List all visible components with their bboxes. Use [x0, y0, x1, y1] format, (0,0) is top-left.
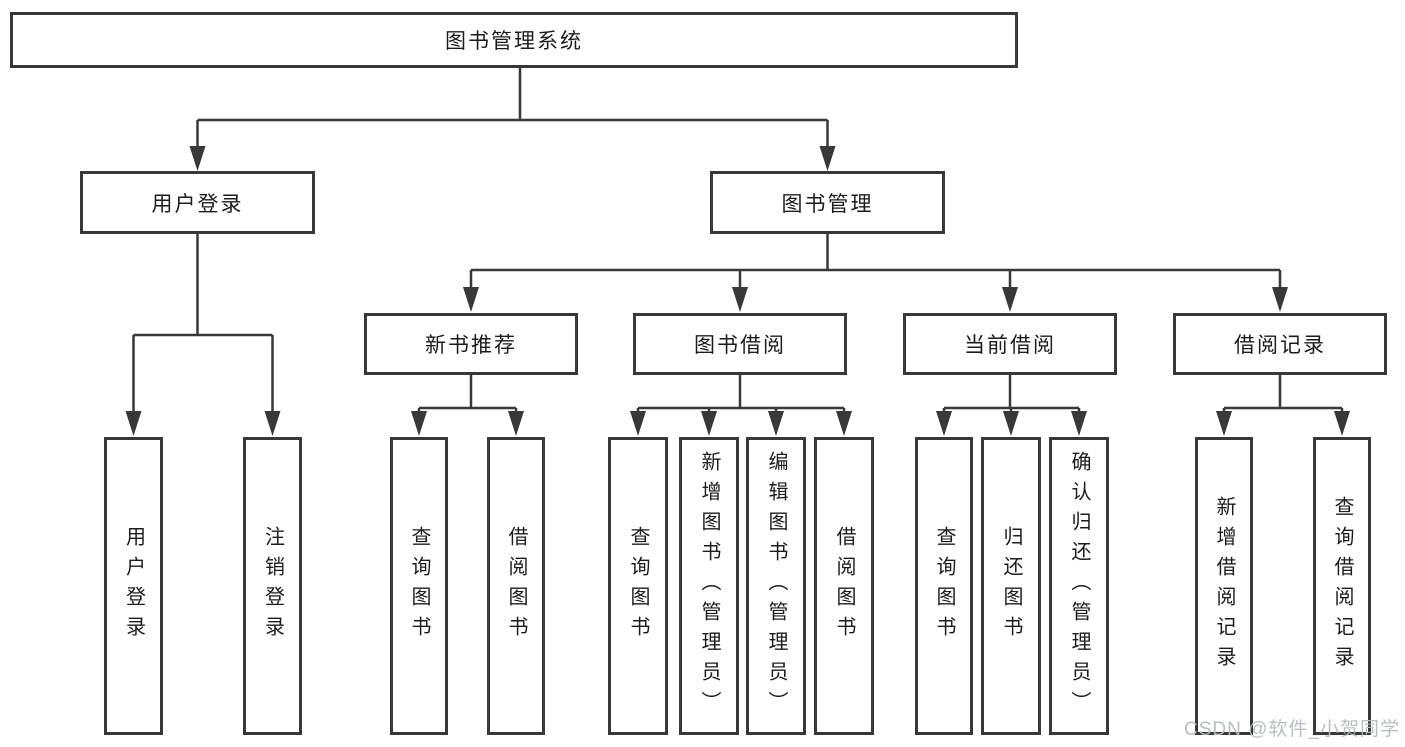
connector-root-to-level2 [196, 68, 829, 150]
leaf-add-book-admin-label: 新增图书（管理员） [698, 451, 720, 721]
node-book-management: 图书管理 [710, 171, 945, 234]
leaf-user-login-label: 用户登录 [122, 526, 145, 646]
connector-borrow-records-to-leaves [1222, 375, 1344, 416]
arrowhead [1003, 411, 1019, 436]
leaf-confirm-return-admin: 确认归还（管理员） [1049, 437, 1109, 735]
node-borrowing-records-label: 借阅记录 [1234, 334, 1326, 357]
arrowhead [630, 411, 646, 436]
leaf-query-borrow-record-label: 查询借阅记录 [1331, 496, 1353, 676]
node-book-borrowing-label: 图书借阅 [694, 334, 786, 357]
arrowhead [508, 411, 524, 436]
connector-current-borrow-to-leaves [942, 375, 1081, 416]
arrowhead [1216, 411, 1232, 436]
leaf-edit-book-admin: 编辑图书（管理员） [746, 437, 806, 735]
connector-book-borrow-to-leaves [636, 375, 846, 416]
leaf-logout: 注销登录 [243, 437, 302, 735]
leaf-add-borrow-record-label: 新增借阅记录 [1213, 496, 1235, 676]
node-user-login: 用户登录 [80, 171, 315, 234]
node-root-label: 图书管理系统 [445, 30, 583, 53]
node-current-borrowing: 当前借阅 [903, 313, 1117, 375]
node-new-book-recommend: 新书推荐 [364, 313, 578, 375]
arrowhead [264, 411, 281, 436]
arrowhead [768, 411, 784, 436]
leaf-query-books-current: 查询图书 [915, 437, 973, 735]
leaf-borrow-books-label: 借阅图书 [833, 526, 855, 646]
leaf-user-login: 用户登录 [104, 437, 163, 735]
connector-paths [132, 68, 1344, 416]
arrowheads [125, 146, 1350, 436]
arrowhead [1334, 411, 1350, 436]
leaf-query-books-recommend: 查询图书 [390, 437, 448, 735]
leaf-confirm-return-admin-label: 确认归还（管理员） [1068, 451, 1090, 721]
node-current-borrowing-label: 当前借阅 [964, 334, 1056, 357]
leaf-return-books: 归还图书 [981, 437, 1041, 735]
arrowhead [701, 411, 717, 436]
arrowhead [189, 146, 206, 171]
leaf-edit-book-admin-label: 编辑图书（管理员） [765, 451, 787, 721]
arrowhead [732, 287, 748, 312]
node-book-borrowing: 图书借阅 [633, 313, 847, 375]
leaf-logout-label: 注销登录 [261, 526, 284, 646]
leaf-query-books-recommend-label: 查询图书 [408, 526, 430, 646]
arrowhead [836, 411, 852, 436]
connector-new-book-to-leaves [417, 375, 518, 416]
arrowhead [1002, 287, 1018, 312]
arrowhead [411, 411, 427, 436]
leaf-query-books-current-label: 查询图书 [933, 526, 955, 646]
leaf-query-books-borrow: 查询图书 [608, 437, 668, 735]
arrowhead [1071, 411, 1087, 436]
node-user-login-label: 用户登录 [151, 192, 244, 216]
arrowhead [1272, 287, 1288, 312]
arrowhead [463, 287, 479, 312]
arrowhead [125, 411, 142, 436]
node-book-management-label: 图书管理 [781, 192, 874, 216]
leaf-add-borrow-record: 新增借阅记录 [1195, 437, 1253, 735]
leaf-return-books-label: 归还图书 [1000, 526, 1022, 646]
connector-user-login-to-leaves [132, 234, 274, 416]
node-root: 图书管理系统 [10, 12, 1018, 68]
arrowhead [936, 411, 952, 436]
leaf-add-book-admin: 新增图书（管理员） [679, 437, 739, 735]
leaf-borrow-books: 借阅图书 [814, 437, 874, 735]
node-borrowing-records: 借阅记录 [1173, 313, 1387, 375]
watermark-text: CSDN @软件_小贺同学 [1184, 719, 1400, 740]
arrowhead [819, 146, 836, 171]
leaf-borrow-books-recommend: 借阅图书 [487, 437, 545, 735]
connector-book-mgmt-to-level3 [469, 234, 1282, 292]
leaf-borrow-books-recommend-label: 借阅图书 [505, 526, 527, 646]
leaf-query-books-borrow-label: 查询图书 [627, 526, 649, 646]
leaf-query-borrow-record: 查询借阅记录 [1313, 437, 1371, 735]
node-new-book-recommend-label: 新书推荐 [425, 334, 517, 357]
